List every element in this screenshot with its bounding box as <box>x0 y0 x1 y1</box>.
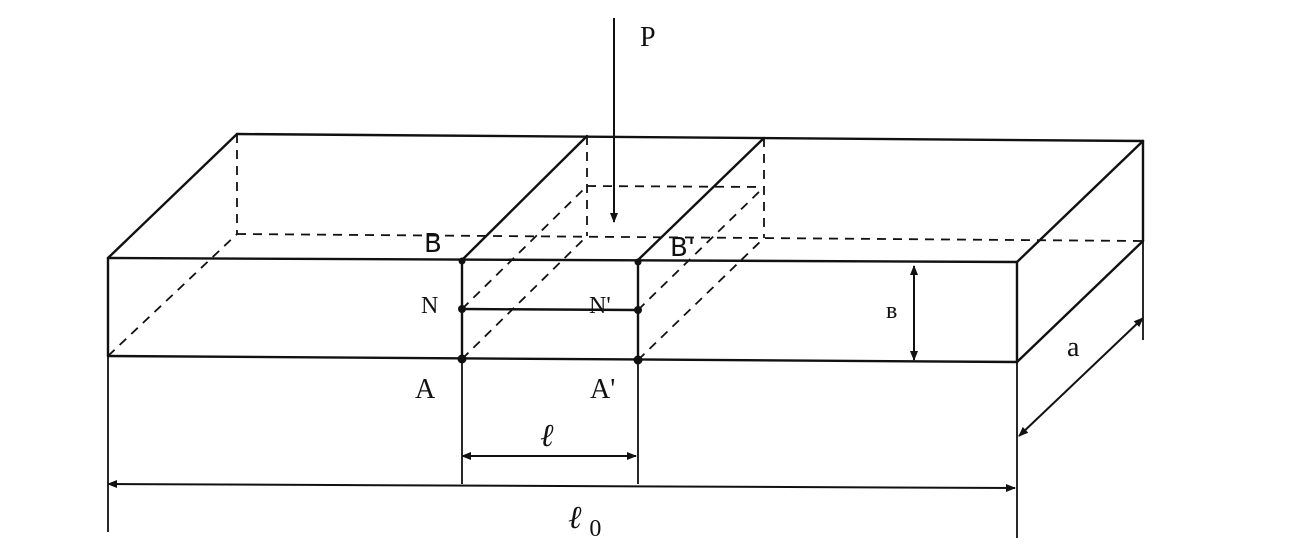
depth-dimension <box>1018 317 1144 437</box>
total-length-dimension <box>107 480 1016 492</box>
force-label: P <box>640 22 656 53</box>
total-length-symbol: ℓ <box>568 499 582 535</box>
total-length-subscript: 0 <box>589 516 601 542</box>
depth-label: a <box>1067 332 1080 363</box>
label-a: A <box>415 374 436 405</box>
segment-length-label: ℓ <box>540 417 554 453</box>
label-n-prime: N' <box>589 293 611 319</box>
label-n: N <box>421 293 438 319</box>
extension-lines <box>107 241 1144 538</box>
label-b: B <box>424 229 442 259</box>
beam-front-face <box>106 256 1019 364</box>
beam-top-face <box>106 132 1145 264</box>
label-b-prime: B' <box>670 233 695 263</box>
beam-hidden-edges <box>107 134 1144 361</box>
height-label: в <box>886 298 897 324</box>
label-a-prime: A' <box>590 374 615 405</box>
beam-right-face <box>1015 139 1145 364</box>
